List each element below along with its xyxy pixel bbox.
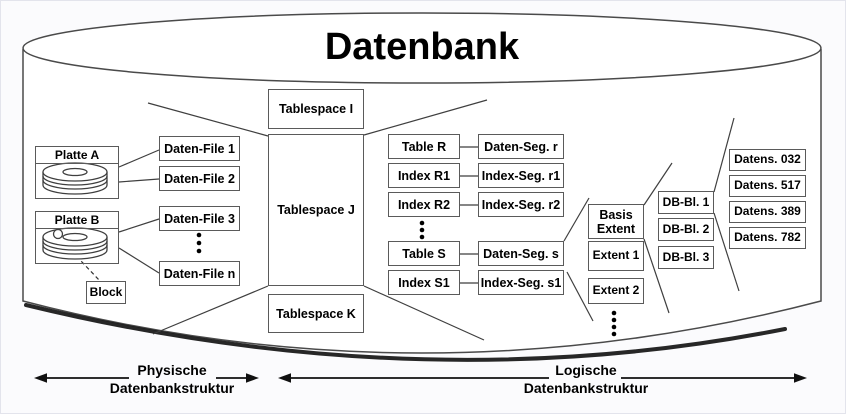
record-node: Datens. 782 bbox=[729, 227, 806, 249]
data-file-node: Daten-File 1 bbox=[159, 136, 240, 161]
disk-b-node: Platte B bbox=[35, 211, 119, 264]
extent-node: Extent 2 bbox=[588, 278, 644, 304]
block-marker-icon bbox=[52, 228, 64, 240]
record-node: Datens. 389 bbox=[729, 201, 806, 223]
data-file-node: Daten-File 3 bbox=[159, 206, 240, 231]
disk-platter-icon-a bbox=[42, 162, 108, 195]
logical-span-arrow bbox=[278, 373, 807, 383]
data-file-node: Daten-File n bbox=[159, 261, 240, 286]
logical-structure-legend: Logische Datenbankstruktur bbox=[501, 362, 671, 398]
record-node: Datens. 032 bbox=[729, 149, 806, 171]
cylinder-bottom-shadow bbox=[24, 303, 787, 362]
index-node: Index R2 bbox=[388, 192, 460, 217]
physical-span-arrow bbox=[34, 373, 259, 383]
record-node: Datens. 517 bbox=[729, 175, 806, 197]
segment-node: Index-Seg. r1 bbox=[478, 163, 564, 188]
data-file-node: Daten-File 2 bbox=[159, 166, 240, 191]
basis-extent-node: Basis Extent bbox=[588, 204, 644, 239]
db-block-node: DB-Bl. 2 bbox=[658, 218, 714, 241]
ellipsis-dots bbox=[196, 220, 617, 337]
db-block-node: DB-Bl. 1 bbox=[658, 191, 714, 214]
disk-b-label: Platte B bbox=[36, 212, 118, 229]
fan-lines bbox=[147, 99, 740, 341]
physical-structure-legend: Physische Datenbankstruktur bbox=[87, 362, 257, 398]
disk-platter-icon-b bbox=[42, 227, 108, 260]
table-node: Table S bbox=[388, 241, 460, 266]
logical-legend-line1: Logische bbox=[555, 362, 617, 378]
segment-node: Daten-Seg. s bbox=[478, 241, 564, 266]
physical-legend-line1: Physische bbox=[137, 362, 207, 378]
extent-node: Extent 1 bbox=[588, 241, 644, 271]
tablespace-i-node: Tablespace I bbox=[268, 89, 364, 129]
disk-a-label: Platte A bbox=[36, 147, 118, 164]
tablespace-j-node: Tablespace J bbox=[268, 134, 364, 286]
segment-node: Index-Seg. r2 bbox=[478, 192, 564, 217]
diagram-title: Datenbank bbox=[324, 25, 520, 68]
object-segment-connectors bbox=[460, 146, 478, 284]
index-node: Index R1 bbox=[388, 163, 460, 188]
segment-node: Index-Seg. s1 bbox=[478, 270, 564, 295]
block-node: Block bbox=[86, 281, 126, 304]
segment-node: Daten-Seg. r bbox=[478, 134, 564, 159]
index-node: Index S1 bbox=[388, 270, 460, 295]
table-node: Table R bbox=[388, 134, 460, 159]
disk-a-node: Platte A bbox=[35, 146, 119, 199]
disk-file-connectors bbox=[118, 149, 160, 274]
db-block-node: DB-Bl. 3 bbox=[658, 246, 714, 269]
logical-legend-line2: Datenbankstruktur bbox=[523, 379, 649, 396]
tablespace-k-node: Tablespace K bbox=[268, 294, 364, 333]
physical-legend-line2: Datenbankstruktur bbox=[109, 379, 235, 396]
